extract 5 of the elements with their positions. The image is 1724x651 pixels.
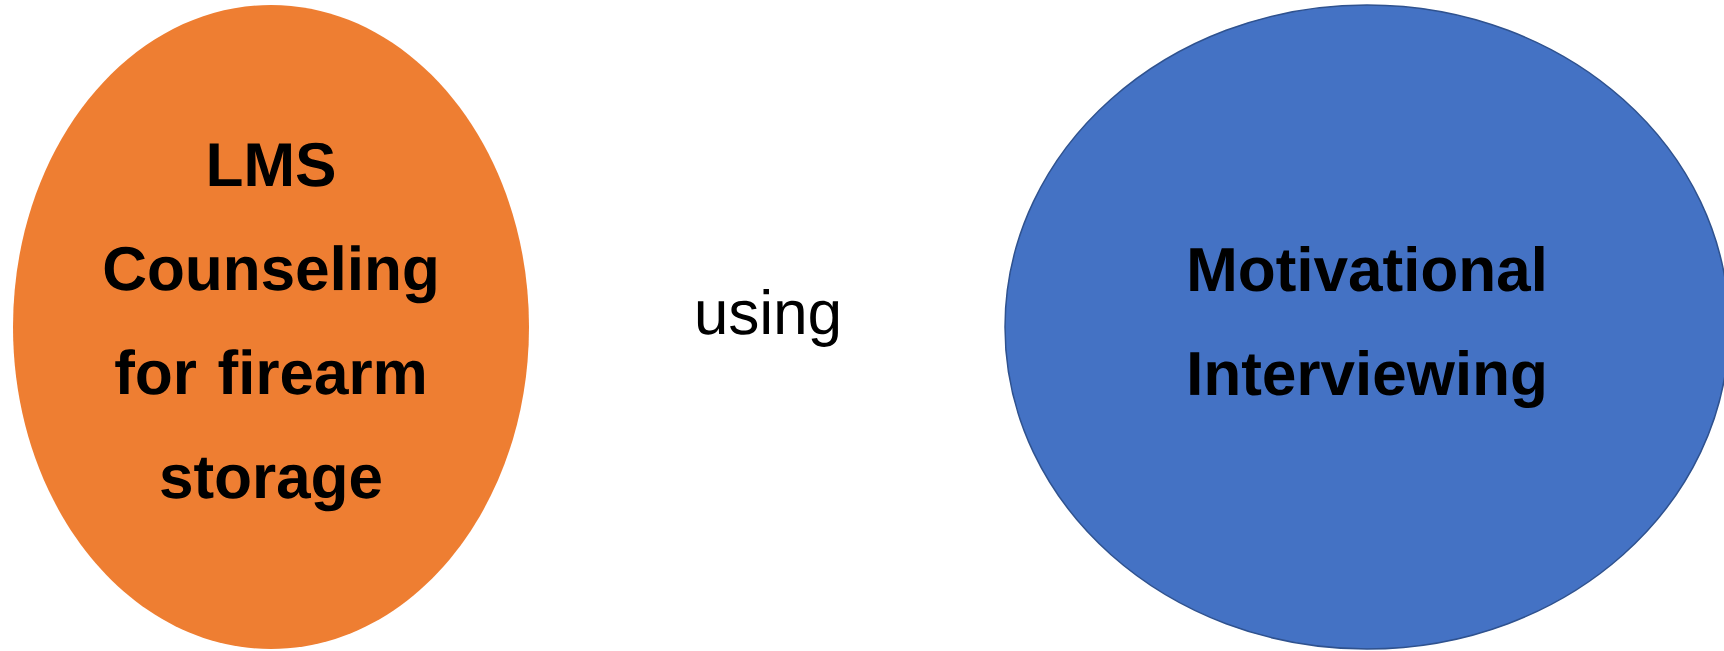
node-text: Motivational Interviewing: [1190, 246, 1544, 409]
ellipse: [1004, 4, 1724, 650]
ellipse: [13, 5, 529, 649]
node-text: LMS Counseling for firearm storage: [104, 142, 436, 512]
connector-word: using: [697, 289, 839, 347]
